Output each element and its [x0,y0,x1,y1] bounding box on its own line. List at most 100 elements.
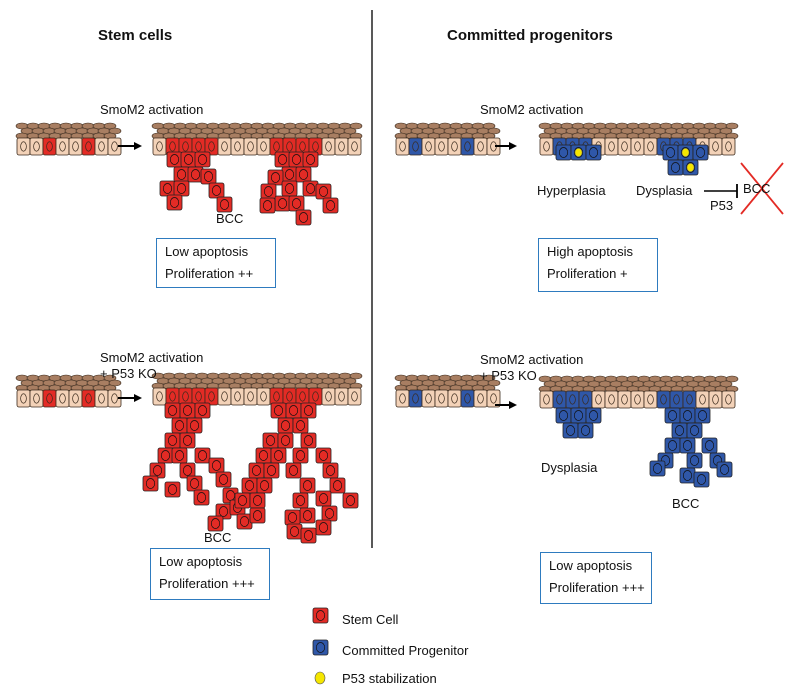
sc-bottom-tumor-left-cell [194,447,211,464]
cp-top-dysplasia-cells [662,144,709,176]
sc-top-tumor-left-cell-nucleus [211,185,222,196]
sc-top-summary-box: Low apoptosis Proliferation ++ [156,238,276,288]
sc-top-result-epidermis-basal-cell-nucleus [260,141,267,152]
sc-top-initial-epidermis-basal-cell [55,137,70,156]
sc-bottom-tumor-right-cell-nucleus [295,420,306,431]
sc-bottom-proliferation-text: Proliferation +++ [159,576,255,591]
sc-bottom-initial-epidermis-basal-cell [68,389,83,408]
sc-top-tumor-left-cell-nucleus [190,169,201,180]
cp-bottom-initial-epidermis-basal-cell [460,389,475,408]
cp-bottom-result-epidermis-basal-cell-nucleus [543,394,550,405]
sc-top-tumor-left-cell-nucleus [183,154,194,165]
sc-bottom-tumor-right [234,402,359,544]
cp-bottom-dysplasia-cells-cell-nucleus [565,425,576,436]
sc-bottom-tumor-right-cell-nucleus [273,450,284,461]
cp-bottom-result-epidermis-basal-cell [539,390,554,409]
sc-bottom-result-epidermis-basal-cell-nucleus [325,391,332,402]
sc-bottom-result-epidermis-basal-cell-nucleus [286,391,293,402]
sc-top-result-epidermis-basal-cell-nucleus [156,141,163,152]
cp-bottom-result-epidermis-basal-cell [708,390,723,409]
legend-committed-progenitor-label: Committed Progenitor [342,643,469,658]
cp-top-initial-epidermis-basal-cell-nucleus [451,141,458,152]
sc-top-result-epidermis-basal-cell-nucleus [325,141,332,152]
cp-bottom-bcc-cells-cell [693,471,710,488]
sc-bottom-tumor-right-cell-nucleus [325,465,336,476]
cp-bottom-bcc-cells-cell-nucleus [682,440,693,451]
sc-bottom-arrow-head [134,394,142,402]
cp-top-result-epidermis-basal-cell [539,137,554,156]
sc-bottom-tumor-left-cell-nucleus [218,506,229,517]
cp-bottom-result-epidermis-basal-cell [565,390,580,409]
cp-top-initial-epidermis-basal-cell-nucleus [399,141,406,152]
cp-top-hyperplasia-cells-cell-nucleus [588,147,599,158]
sc-bottom-result-epidermis-basal-cell [243,387,258,406]
cp-bottom-initial-epidermis-basal-cell [486,389,501,408]
sc-top-initial-epidermis-basal-cell [68,137,83,156]
sc-bottom-initial-epidermis-basal-cell [42,389,57,408]
sc-bottom-initial-epidermis-basal-cell [29,389,44,408]
sc-bottom-tumor-left-cell-nucleus [182,435,193,446]
sc-top-tumor-left-cell-nucleus [197,154,208,165]
cp-bottom-result-epidermis-basal-cell-nucleus [647,394,654,405]
cp-bottom-arrow-head [509,401,517,409]
sc-top-tumor-left-cell-nucleus [162,183,173,194]
cp-bottom-result-epidermis [538,375,739,409]
sc-top-tumor-right-cell-nucleus [277,198,288,209]
sc-bottom-initial-epidermis-basal-cell [81,389,96,408]
cp-top-dysplasia-cells-cell-nucleus [685,162,696,173]
sc-top-result-epidermis-basal-cell-nucleus [195,141,202,152]
cp-top-initial-epidermis-basal-cell-nucleus [438,141,445,152]
column-title-stem-cells: Stem cells [98,27,173,44]
sc-top-tumor-left-cell-nucleus [176,183,187,194]
legend-stem-cell-swatch-nucleus [315,610,326,621]
cp-bottom-bcc-cells-cell-nucleus [689,425,700,436]
sc-bottom-tumor-right-cell-nucleus [303,530,314,541]
cp-top-arrow-head [509,142,517,150]
sc-bottom-tumor-right-cell-nucleus [303,435,314,446]
cp-bottom-proliferation-text: Proliferation +++ [549,580,645,595]
sc-top-tumor-left-cell-nucleus [219,199,230,210]
cp-bottom-initial-epidermis-basal-cell [421,389,436,408]
cp-top-initial-epidermis-basal-cell [408,137,423,156]
cp-bottom-result-epidermis-basal-cell-nucleus [595,394,602,405]
cp-bottom-bcc-cells-cell-nucleus [682,410,693,421]
sc-top-proliferation-text: Proliferation ++ [165,266,254,281]
sc-top-initial-epidermis-basal-cell [29,137,44,156]
sc-top-tumor-right-cell-nucleus [298,169,309,180]
sc-top-result-epidermis-basal-cell-nucleus [169,141,176,152]
sc-bottom-tumor-left-cell-nucleus [152,465,163,476]
sc-bottom-result-epidermis-basal-cell [178,387,193,406]
sc-bottom-tumor-left-cell-nucleus [239,516,250,527]
sc-bottom-tumor-right-cell-nucleus [266,465,277,476]
cp-top-hyperplasia-cells-cell-p53-dot [574,148,583,157]
sc-bottom-result-epidermis-basal-cell [347,387,362,406]
sc-bottom-tumor-right-cell-nucleus [345,495,356,506]
sc-top-initial-epidermis-basal-cell [42,137,57,156]
cp-bottom-bcc-cells-cell-nucleus [667,440,678,451]
sc-top-tumor-right-cell-nucleus [291,154,302,165]
sc-top-result-epidermis-basal-cell-nucleus [247,141,254,152]
cp-top-result-epidermis-basal-cell-nucleus [634,141,641,152]
cp-top-cross-line-b [740,162,784,215]
sc-bottom-result-epidermis-basal-cell-nucleus [260,391,267,402]
cp-bottom-bcc-cells-cell-nucleus [704,440,715,451]
cp-top-dysplasia-label: Dysplasia [636,183,693,198]
sc-top-tumor-left-cell-nucleus [203,171,214,182]
cp-bottom-result-epidermis-basal-cell [617,390,632,409]
sc-top-result-epidermis-basal-cell-nucleus [182,141,189,152]
cp-bottom-dysplasia-cells-cell [577,422,594,439]
cp-top-dysplasia-cells-cell-nucleus [665,147,676,158]
sc-bottom-tumor-right-cell [285,462,302,479]
cp-top-proliferation-text: Proliferation + [547,266,628,281]
legend-stem-cell-swatch [312,607,329,624]
sc-top-tumor-right-cell-nucleus [291,198,302,209]
cp-bottom-result-epidermis-basal-cell-nucleus [660,394,667,405]
cp-bottom-bcc-cells-cell [701,437,718,454]
sc-bottom-result-epidermis-basal-cell [308,387,323,406]
sc-bottom-tumor-right-cell-nucleus [287,512,298,523]
sc-top-initial-epidermis-basal-cell-nucleus [20,141,27,152]
cp-bottom-bcc-cells-cell-nucleus [682,470,693,481]
cp-bottom-initial-epidermis-basal-cell [408,389,423,408]
cp-top-initial-epidermis-basal-cell-nucleus [477,141,484,152]
